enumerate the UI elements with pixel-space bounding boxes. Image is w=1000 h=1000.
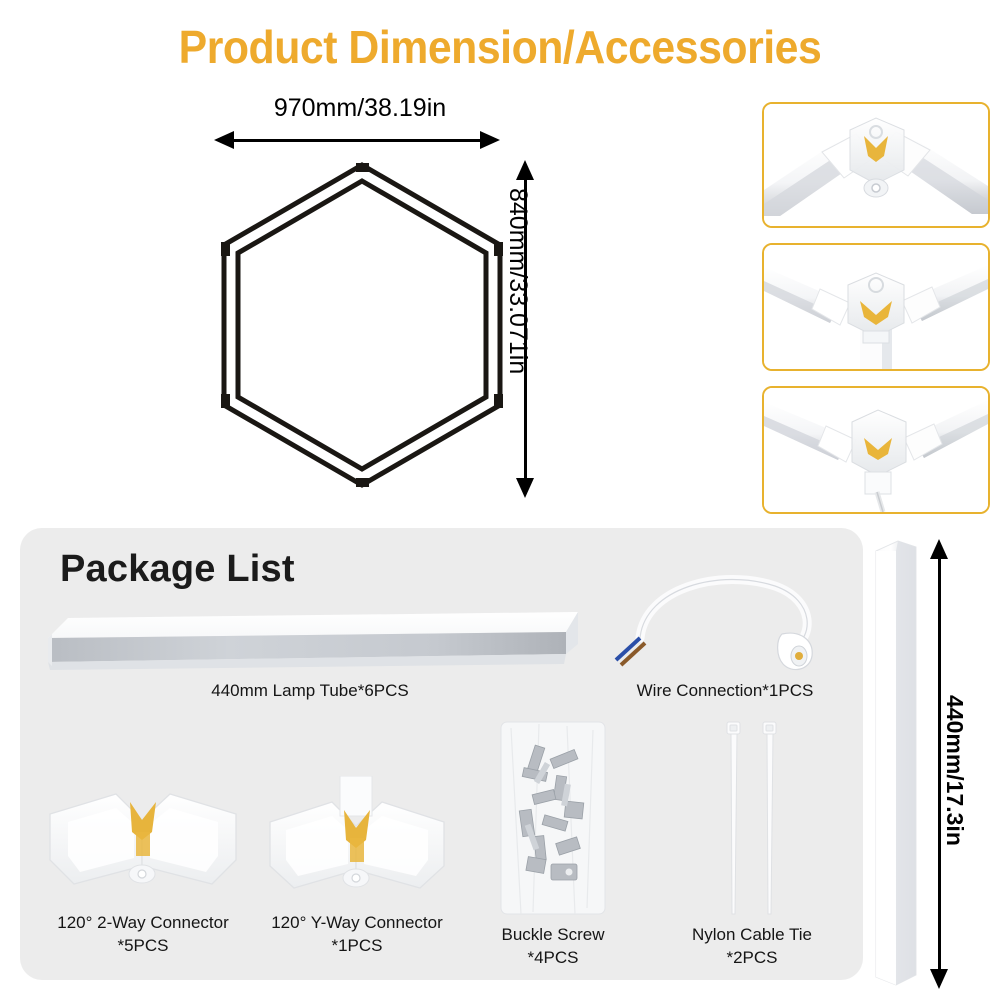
connector-photo-yway [762, 243, 990, 371]
tube-length-label: 440mm/17.3in [942, 695, 968, 846]
lamp-tube-illustration [48, 612, 578, 670]
nylon-cable-tie-illustration [726, 721, 777, 915]
tube-detail: 440mm/17.3in [870, 535, 1000, 990]
page-title: Product Dimension/Accessories [178, 21, 822, 73]
package-item-2way-connector: 120° 2-Way Connector *5PCS [28, 776, 258, 966]
width-arrow-head-right [480, 131, 500, 149]
tube-length-arrow-head-top [930, 539, 948, 559]
package-item-lamp-tube: 440mm Lamp Tube*6PCS [30, 610, 600, 710]
hexagon-height-label: 840mm/33.071in [504, 188, 532, 375]
connector-photo-2way [762, 102, 990, 228]
tube-length-arrow-line [938, 557, 941, 969]
height-arrow-head-bottom [516, 478, 534, 498]
package-list-title: Package List [60, 548, 295, 590]
package-item-cable-tie: Nylon Cable Tie *2PCS [652, 718, 852, 968]
height-arrow-line [524, 178, 527, 478]
dimension-diagram: 970mm/38.19in 840mm/33.071in [180, 90, 600, 510]
package-item-label: 440mm Lamp Tube*6PCS [211, 681, 409, 700]
package-item-label: Wire Connection*1PCS [636, 681, 814, 700]
hexagon-outline [221, 162, 503, 488]
package-list-panel: Package List [20, 528, 863, 980]
package-item-buckle-screw: Buckle Screw *4PCS [458, 718, 648, 968]
wire-connection-illustration [614, 575, 813, 671]
package-item-label: 120° 2-Way Connector *5PCS [57, 913, 229, 955]
y-way-connector-illustration [764, 245, 988, 369]
wired-connector-illustration [764, 388, 988, 512]
width-arrow-head-left [214, 131, 234, 149]
package-item-label: Nylon Cable Tie *2PCS [691, 925, 812, 967]
height-arrow-head-top [516, 160, 534, 180]
package-item-label: Buckle Screw *4PCS [501, 925, 605, 967]
width-arrow-line [232, 139, 484, 142]
package-item-yway-connector: 120° Y-Way Connector *1PCS [242, 776, 472, 966]
buckle-screw-bag-illustration [500, 721, 606, 915]
y-way-connector-part-illustration [269, 776, 445, 889]
package-item-wire-connection: Wire Connection*1PCS [600, 568, 860, 710]
two-way-connector-part-illustration [49, 793, 237, 885]
two-way-connector-illustration [764, 104, 988, 226]
hexagon-width-label: 970mm/38.19in [273, 94, 447, 122]
tube-length-arrow-head-bottom [930, 969, 948, 989]
connector-photo-wired [762, 386, 990, 514]
package-item-label: 120° Y-Way Connector *1PCS [271, 913, 443, 955]
vertical-lamp-tube-illustration [875, 540, 917, 986]
